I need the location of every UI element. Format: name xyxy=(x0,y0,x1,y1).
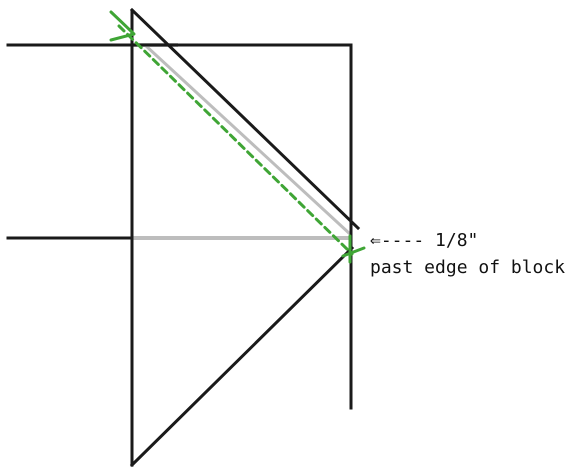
upper-triangle-diagonal xyxy=(129,7,361,231)
fabric-edge-shadow xyxy=(143,43,352,236)
seam-guides xyxy=(132,43,352,240)
dashed-sewing-line xyxy=(117,24,354,256)
block-outline xyxy=(6,7,361,468)
annotation-description: past edge of block xyxy=(370,257,566,278)
bottom-arrowhead-icon xyxy=(341,234,366,264)
lower-triangle-diagonal xyxy=(129,245,355,468)
sewing-line-group xyxy=(109,10,366,264)
top-arrowhead-icon xyxy=(109,10,136,42)
annotation-arrow-label: ⇐---- 1/8" xyxy=(370,230,479,251)
